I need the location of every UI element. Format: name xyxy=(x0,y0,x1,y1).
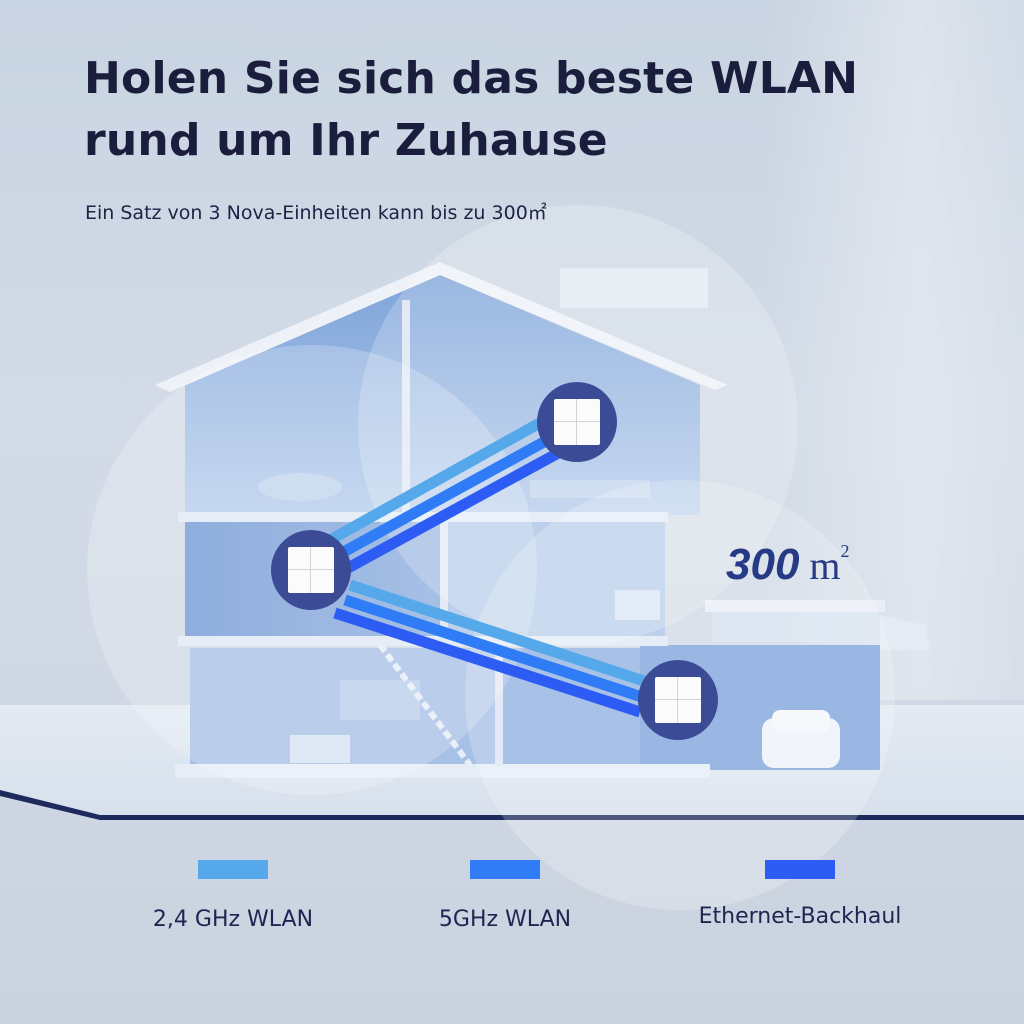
legend-item-24ghz: 2,4 GHz WLAN xyxy=(148,860,318,932)
legend-item-ethernet-backhaul: Ethernet-Backhaul xyxy=(680,860,920,929)
legend-item-5ghz: 5GHz WLAN xyxy=(430,860,580,932)
nova-node-top xyxy=(537,382,617,462)
coverage-value: 300 xyxy=(726,540,800,589)
background-window-light xyxy=(764,0,1024,700)
nova-node-bottom xyxy=(638,660,718,740)
connection-lines xyxy=(327,415,652,718)
nova-device-icon xyxy=(288,547,334,593)
car xyxy=(762,710,840,768)
legend-swatch-ethernet xyxy=(765,860,835,879)
headline: Holen Sie sich das beste WLAN rund um Ih… xyxy=(84,48,858,172)
headline-line-2: rund um Ihr Zuhause xyxy=(84,115,608,166)
legend-swatch-5ghz xyxy=(470,860,540,879)
headline-line-1: Holen Sie sich das beste WLAN xyxy=(84,53,859,104)
nova-device-icon xyxy=(655,677,701,723)
nova-node-middle xyxy=(271,530,351,610)
coverage-unit-superscript: 2 xyxy=(840,541,850,561)
legend-label: Ethernet-Backhaul xyxy=(698,904,902,929)
coverage-unit-text: m xyxy=(809,543,841,588)
legend-label: 5GHz WLAN xyxy=(438,907,572,932)
house-body xyxy=(155,262,930,778)
subtitle: Ein Satz von 3 Nova-Einheiten kann bis z… xyxy=(85,202,547,224)
nova-device-icon xyxy=(554,399,600,445)
coverage-unit: m2 xyxy=(809,541,850,588)
legend-swatch-24ghz xyxy=(198,860,268,879)
legend: 2,4 GHz WLAN 5GHz WLAN Ethernet-Backhaul xyxy=(0,860,1024,960)
legend-label: 2,4 GHz WLAN xyxy=(152,907,314,932)
